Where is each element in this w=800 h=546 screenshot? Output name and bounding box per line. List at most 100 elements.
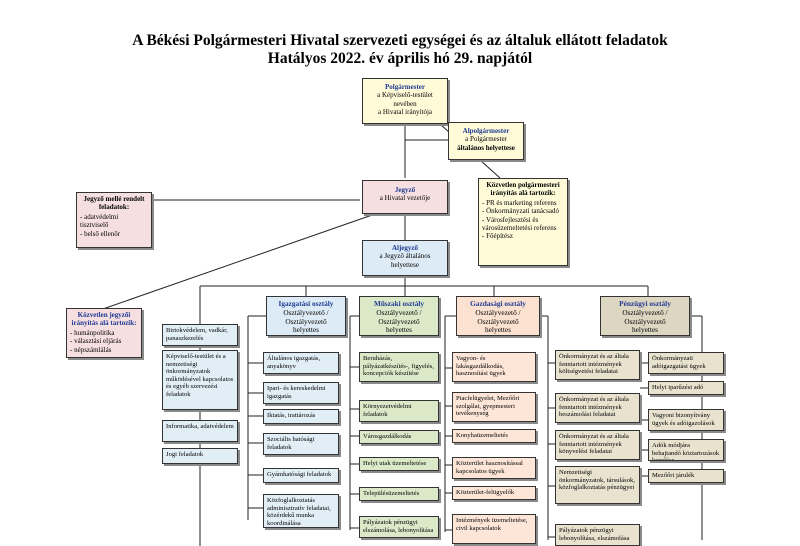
muszaki-title: Műszaki osztály: [373, 299, 425, 308]
task-box: Mezőőri járulék: [648, 469, 724, 483]
task-text: Vagyoni bizonyítvány ügyek és adóigazolá…: [652, 412, 715, 427]
effective-date: Hatályos 2022. év április hó 29. napjátó…: [267, 50, 533, 67]
task-text: Közterület-felügyelők: [456, 489, 515, 496]
task-box: Közterület hasznosítással kapcsolatos üg…: [452, 457, 536, 479]
task-box: Intézmények üzemeltetése, civil kapcsola…: [452, 514, 536, 544]
task-text: Helyi utak üzemeltetése: [363, 460, 427, 467]
task-text: Intézmények üzemeltetése, civil kapcsola…: [456, 517, 528, 532]
task-text: Adók módjára behajtandó köztartozások ke…: [652, 442, 720, 461]
task-box: Konyhaüzemeltetés: [452, 429, 536, 443]
alpolgarmester-line2: általános helyettese: [457, 143, 515, 152]
jegyzo-mellett-title: Jegyző mellé rendelt feladatok:: [83, 195, 145, 212]
kozvetlen-pm-title: Közvetlen polgármesteri irányítás alá ta…: [486, 181, 560, 198]
task-box: Közterület-felügyelők: [452, 486, 536, 500]
polgarmester-box: Polgármester a Képviselő-testület nevébe…: [362, 78, 448, 124]
kozvetlen-pm-item: Városfejlesztési és városüzemeltetési re…: [482, 216, 564, 233]
task-box: Vagyon- és lakásgazdálkodás, hasznosítás…: [452, 352, 536, 382]
task-text: Helyi iparűzési adó: [652, 384, 704, 391]
muszaki-line2: Osztályvezető: [378, 316, 420, 326]
jegyzo-line1: a Hivatal vezetője: [379, 194, 431, 203]
gazdasagi-title: Gazdasági osztály: [470, 299, 526, 308]
muszaki-osztaly-box: Műszaki osztály Osztályvezető / Osztályv…: [359, 296, 439, 336]
task-box: Képviselő-testület és a nemzetiségi önko…: [162, 350, 238, 410]
jegyzo-box: Jegyző a Hivatal vezetője: [362, 180, 448, 214]
task-text: Önkormányzat és az általa fenntartott in…: [559, 433, 629, 456]
igazgatasi-line2: Osztályvezető: [285, 316, 327, 326]
igazgatasi-line3: helyettes: [293, 325, 319, 335]
task-box: Gyámhatósági feladatok: [263, 468, 339, 483]
task-text: Településüzemeltetés: [363, 490, 420, 497]
aljegyzo-box: Aljegyző a Jegyző általános helyettese: [362, 240, 448, 276]
task-text: Iktatás, irattározás: [267, 412, 316, 419]
task-box: Iktatás, irattározás: [263, 409, 339, 424]
alpolgarmester-box: Alpolgármester a Polgármester általános …: [448, 122, 524, 160]
jegyzo-title: Jegyző: [394, 186, 416, 194]
alpolgarmester-line1: a Polgármester: [465, 135, 507, 144]
kozvetlen-polgarmesteri-box: Közvetlen polgármesteri irányítás alá ta…: [478, 178, 568, 266]
task-box: Informatika, adatvédelem: [162, 420, 238, 442]
kozvetlen-jegyzo-item: humánpolitika: [70, 329, 138, 337]
task-box: Jogi feladatok: [162, 448, 238, 464]
task-text: Piacfelügyelet, Mezőőri szolgálat, gyepm…: [456, 395, 520, 418]
task-box: Vagyoni bizonyítvány ügyek és adóigazolá…: [648, 409, 724, 431]
task-box: Városgazdálkodás: [359, 430, 439, 444]
task-box: Birtokvédelem, vadkár, panaszkezelés: [162, 324, 238, 346]
muszaki-line1: Osztályvezető /: [376, 307, 422, 317]
task-text: Környezetvédelmi feladatok: [363, 403, 412, 418]
kozvetlen-jegyzoi-box: Közvetlen jegyzői irányítás alá tartozik…: [66, 308, 142, 358]
task-text: Városgazdálkodás: [363, 433, 412, 440]
task-box: Önkormányzat és az általa fenntartott in…: [555, 350, 640, 380]
task-text: Vagyon- és lakásgazdálkodás, hasznosítás…: [456, 355, 506, 378]
task-box: Ipari- és kereskedelmi igazgatás: [263, 382, 339, 404]
polgarmester-line1: a Képviselő-testület: [377, 91, 433, 100]
jegyzo-mellett-box: Jegyző mellé rendelt feladatok: adatvéde…: [76, 192, 152, 248]
kozvetlen-pm-item: Önkormányzati tanácsadó: [482, 207, 564, 215]
task-text: Beruházás, pályázatkészítés-, figyelés, …: [363, 355, 434, 378]
task-text: Közterület hasznosítással kapcsolatos üg…: [456, 460, 523, 475]
task-box: Közfoglalkoztatás adminisztratív feladat…: [263, 494, 339, 528]
task-text: Nemzetiségi önkormányzatok, társulások, …: [559, 469, 635, 492]
task-box: Pályázatok pénzügyi elszámolása, lebonyo…: [359, 516, 439, 538]
task-box: Pályázatok pénzügyi lebonyolítása, elszá…: [555, 524, 640, 546]
penzugyi-line2: Osztályvezető: [624, 316, 666, 326]
polgarmester-line3: a Hivatal irányítója: [377, 108, 433, 117]
jegyzo-mellett-item: belső ellenőr: [80, 230, 148, 238]
aljegyzo-line2: helyettese: [391, 260, 419, 269]
jegyzo-mellett-item: adatvédelmi tisztviselő: [80, 213, 148, 230]
gazdasagi-line3: helyettes: [485, 325, 511, 335]
igazgatasi-title: Igazgatási osztály: [278, 299, 334, 308]
aljegyzo-line1: a Jegyző általános: [379, 252, 431, 261]
task-box: Piacfelügyelet, Mezőőri szolgálat, gyepm…: [452, 392, 536, 422]
task-text: Gyámhatósági feladatok: [267, 471, 332, 478]
penzugyi-line3: helyettes: [632, 325, 658, 335]
task-box: Helyi iparűzési adó: [648, 381, 724, 395]
igazgatasi-line1: Osztályvezető /: [283, 307, 329, 317]
task-text: Mezőőri járulék: [652, 472, 695, 479]
task-text: Pályázatok pénzügyi lebonyolítása, elszá…: [559, 527, 630, 542]
task-box: Önkormányzati adóigazgatási ügyek: [648, 352, 724, 374]
task-text: Konyhaüzemeltetés: [456, 432, 508, 439]
task-box: Nemzetiségi önkormányzatok, társulások, …: [555, 466, 640, 504]
task-box: Településüzemeltetés: [359, 487, 439, 501]
penzugyi-osztaly-box: Pénzügyi osztály Osztályvezető / Osztály…: [600, 296, 690, 336]
polgarmester-title: Polgármester: [384, 83, 426, 91]
igazgatasi-osztaly-box: Igazgatási osztály Osztályvezető / Osztá…: [266, 296, 346, 336]
task-box: Általános igazgatás, anyakönyv: [263, 352, 339, 374]
task-text: Informatika, adatvédelem: [166, 423, 234, 430]
task-box: Önkormányzat és az általa fenntartott in…: [555, 393, 640, 423]
task-text: Szociális hatósági feladatok: [267, 436, 315, 451]
task-box: Adók módjára behajtandó köztartozások ke…: [648, 439, 724, 461]
task-text: Jogi feladatok: [166, 451, 204, 458]
penzugyi-line1: Osztályvezető /: [622, 307, 668, 317]
task-text: Önkormányzat és az általa fenntartott in…: [559, 396, 629, 419]
kozvetlen-jegyzo-item: választási eljárás: [70, 337, 138, 345]
task-text: Közfoglalkoztatás adminisztratív feladat…: [267, 497, 331, 527]
chart-title: A Békési Polgármesteri Hivatal szervezet…: [132, 32, 668, 49]
task-text: Ipari- és kereskedelmi igazgatás: [267, 385, 326, 400]
muszaki-line3: helyettes: [386, 325, 412, 335]
polgarmester-line2: nevében: [393, 99, 417, 108]
task-box: Önkormányzat és az általa fenntartott in…: [555, 430, 640, 460]
kozvetlen-jegyzo-item: népszámlálás: [70, 346, 138, 354]
gazdasagi-line1: Osztályvezető /: [475, 307, 521, 317]
gazdasagi-osztaly-box: Gazdasági osztály Osztályvezető / Osztál…: [456, 296, 540, 336]
